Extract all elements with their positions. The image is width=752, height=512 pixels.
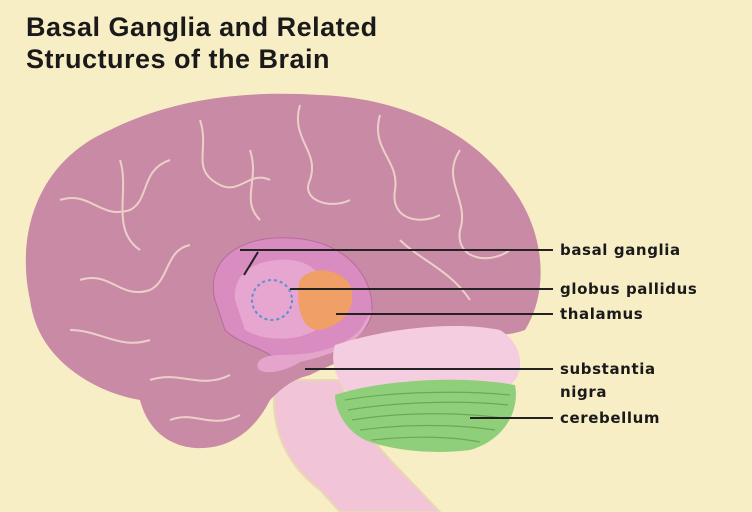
globus-pallidus xyxy=(251,279,293,321)
cerebellum-upper xyxy=(333,325,521,395)
label-nigra: nigra xyxy=(560,383,608,401)
label-thalamus: thalamus xyxy=(560,305,644,323)
cerebellum-folia xyxy=(344,391,511,443)
title-line-1: Basal Ganglia and Related xyxy=(26,12,378,42)
label-globus-pallidus: globus pallidus xyxy=(560,280,698,298)
gyri xyxy=(59,104,511,422)
leader-lines xyxy=(240,249,553,419)
caudate-tail xyxy=(257,310,372,373)
label-cerebellum: cerebellum xyxy=(560,409,661,427)
thalamus xyxy=(298,270,353,331)
label-substantia: substantia xyxy=(560,360,656,378)
title-line-2: Structures of the Brain xyxy=(26,44,331,74)
label-basal-ganglia: basal ganglia xyxy=(560,241,681,259)
cerebellum xyxy=(335,379,516,452)
